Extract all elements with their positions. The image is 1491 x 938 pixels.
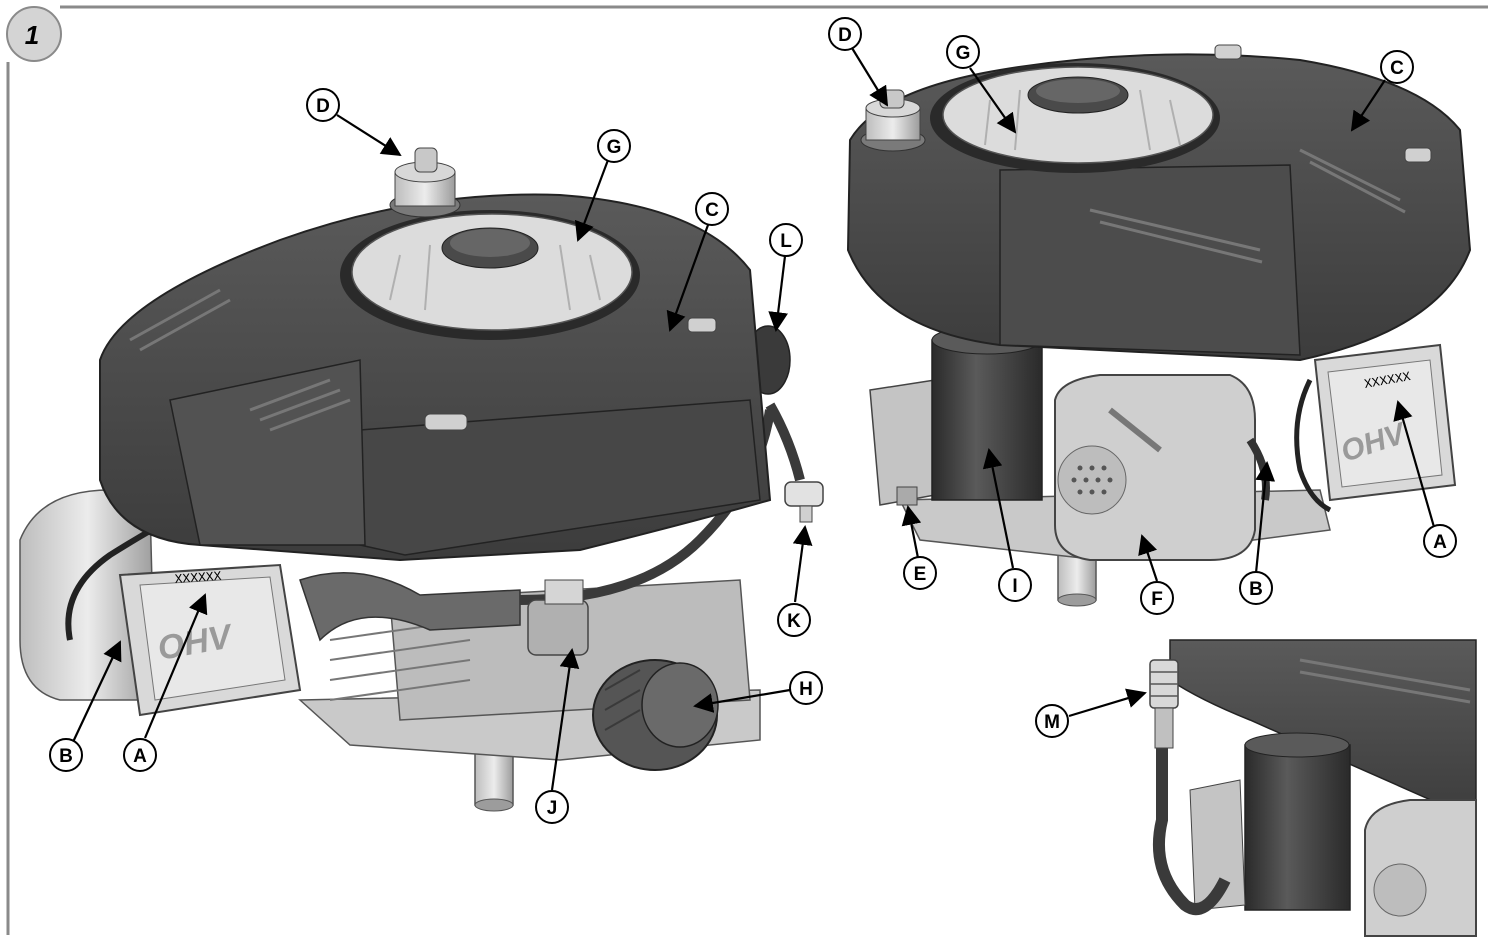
right-callout-A: A — [1423, 524, 1457, 558]
svg-text:G: G — [607, 137, 622, 158]
right-oil-fill-cap — [860, 89, 926, 152]
right-engine-illustration: XXXXXX OHV — [846, 44, 1472, 607]
svg-text:J: J — [547, 798, 558, 819]
figure-frame — [6, 5, 1488, 935]
svg-text:I: I — [1012, 576, 1017, 597]
svg-text:A: A — [133, 746, 147, 767]
svg-text:C: C — [1390, 58, 1404, 79]
svg-text:M: M — [1044, 712, 1060, 733]
left-callout-L: L — [769, 223, 803, 257]
svg-text:B: B — [59, 746, 73, 767]
right-callout-I: I — [998, 568, 1032, 602]
right-callout-G: G — [946, 35, 980, 69]
inset-gauge — [1149, 659, 1179, 749]
left-callout-G: G — [597, 129, 631, 163]
left-valve-cover-serial: XXXXXX — [174, 569, 222, 587]
svg-text:B: B — [1249, 579, 1263, 600]
callouts-layer — [72, 47, 1436, 791]
figure-number-badge: 1 — [6, 6, 62, 62]
right-callout-D: D — [828, 17, 862, 51]
svg-text:D: D — [316, 96, 330, 117]
svg-text:C: C — [705, 200, 719, 221]
right-callout-F: F — [1140, 581, 1174, 615]
svg-text:A: A — [1433, 532, 1447, 553]
right-callout-E: E — [903, 556, 937, 590]
svg-text:L: L — [780, 231, 792, 252]
svg-text:K: K — [787, 611, 801, 632]
svg-text:H: H — [799, 679, 813, 700]
left-engine-illustration: XXXXXX OHV — [19, 147, 824, 812]
inset-illustration — [1140, 639, 1477, 937]
left-fuel-filter — [784, 481, 824, 523]
right-muffler — [1054, 374, 1256, 561]
svg-text:D: D — [838, 25, 852, 46]
left-callout-K: K — [777, 603, 811, 637]
svg-text:G: G — [956, 43, 971, 64]
left-callout-C: C — [695, 192, 729, 226]
svg-text:F: F — [1151, 589, 1163, 610]
inset-callout-M: M — [1035, 704, 1069, 738]
left-callout-D: D — [306, 88, 340, 122]
left-callout-B: B — [49, 738, 83, 772]
right-callout-C: C — [1380, 50, 1414, 84]
left-callout-A: A — [123, 738, 157, 772]
left-oil-filter — [592, 659, 719, 771]
left-callout-H: H — [789, 671, 823, 705]
left-oil-fill-cap — [389, 147, 461, 218]
left-callout-J: J — [535, 790, 569, 824]
right-callout-B: B — [1239, 571, 1273, 605]
callout-bubbles: D G C L K H J A — [49, 17, 1457, 824]
svg-text:E: E — [914, 564, 927, 585]
figure-number: 1 — [25, 20, 39, 50]
